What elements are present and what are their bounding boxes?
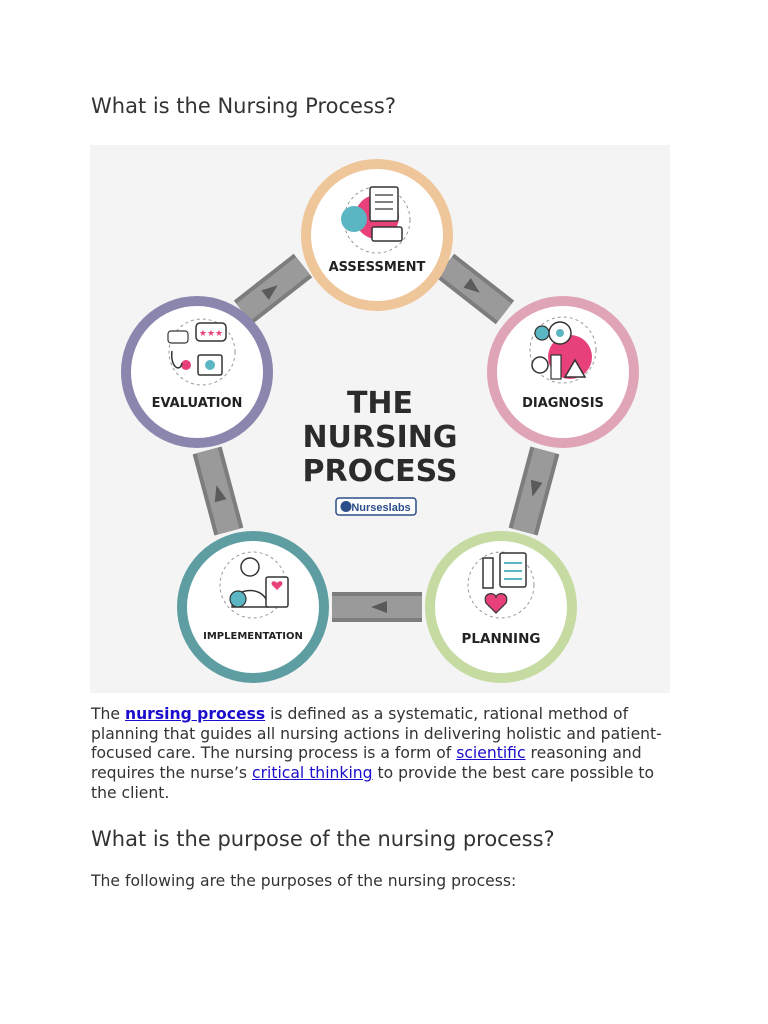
arrow-assessment-to-diagnosis bbox=[435, 253, 515, 325]
step-diagnosis-label: DIAGNOSIS bbox=[522, 396, 604, 411]
arrow-evaluation-to-assessment bbox=[233, 253, 313, 325]
step-evaluation-label: EVALUATION bbox=[152, 396, 243, 411]
nurseslabs-logo: Nurseslabs bbox=[335, 497, 417, 516]
section-heading-purpose: What is the purpose of the nursing proce… bbox=[91, 827, 555, 851]
evaluation-icon: ★★★ bbox=[167, 318, 236, 386]
svg-text:★★★: ★★★ bbox=[199, 329, 223, 339]
step-implementation: IMPLEMENTATION bbox=[177, 531, 329, 683]
step-implementation-label: IMPLEMENTATION bbox=[203, 631, 303, 642]
nursing-process-diagram: ASSESSMENT DIAGNOSIS bbox=[90, 145, 670, 693]
step-evaluation: ★★★ EVALUATION bbox=[121, 296, 273, 448]
logo-text: Nurseslabs bbox=[351, 502, 410, 514]
text-segment: is defined as a systematic, rational met… bbox=[91, 705, 662, 763]
step-assessment: ASSESSMENT bbox=[301, 159, 453, 311]
implementation-icon bbox=[219, 551, 289, 619]
definition-paragraph: The nursing process is defined as a syst… bbox=[91, 705, 671, 804]
text-segment: to provide the best care possible to the… bbox=[91, 764, 655, 802]
nursing-process-link[interactable]: nursing process bbox=[124, 705, 266, 723]
diagram-title-line1: THE bbox=[347, 386, 413, 421]
step-planning: PLANNING bbox=[425, 531, 577, 683]
scientific-link[interactable]: scientific bbox=[456, 744, 526, 763]
page-title: What is the Nursing Process? bbox=[91, 94, 396, 118]
planning-icon bbox=[467, 551, 535, 619]
text-segment: The bbox=[91, 705, 125, 723]
diagnosis-icon bbox=[529, 316, 597, 384]
step-assessment-label: ASSESSMENT bbox=[329, 260, 426, 275]
arrow-implementation-to-evaluation bbox=[192, 446, 244, 536]
critical-thinking-link[interactable]: critical thinking bbox=[252, 764, 373, 783]
text-segment: reasoning and requires the nurse’s bbox=[91, 744, 642, 783]
arrow-diagnosis-to-planning bbox=[508, 446, 560, 536]
assessment-icon bbox=[341, 186, 411, 254]
step-planning-label: PLANNING bbox=[462, 631, 541, 647]
diagram-title-line3: PROCESS bbox=[303, 454, 458, 489]
purpose-intro-paragraph: The following are the purposes of the nu… bbox=[91, 872, 517, 890]
diagram-title-line2: NURSING bbox=[302, 420, 457, 455]
arrow-planning-to-implementation bbox=[332, 592, 422, 622]
step-diagnosis: DIAGNOSIS bbox=[487, 296, 639, 448]
